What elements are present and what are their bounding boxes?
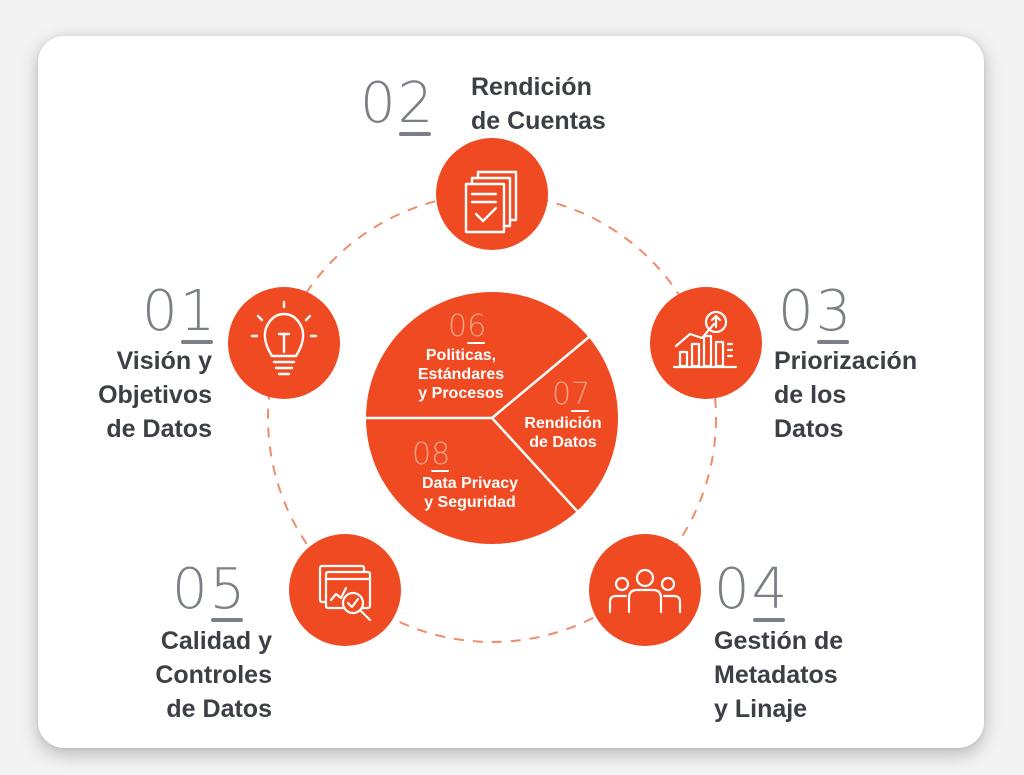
step-02-line-2: de Cuentas [471,107,606,135]
step-01-line-1: Visión y [116,347,212,375]
segment-06-number: 06 [448,309,487,344]
step-01-line-2: Objetivos [98,381,212,409]
step-01-number: 01 [142,279,218,344]
step-02-label: Rendición de Cuentas [471,70,671,138]
step-04-line-3: y Linaje [714,695,808,723]
segment-07-line-1: Rendición [524,415,602,432]
step-02-number: 02 [360,71,436,136]
step-04-line-2: Metadatos [714,661,838,689]
segment-06-label: Politicas, Estándares y Procesos [396,346,526,403]
lightbulb-icon [250,300,318,376]
step-02-line-1: Rendición [471,73,592,101]
segment-08-line-2: y Seguridad [424,494,516,511]
segment-07-label: Rendición de Datos [508,414,618,452]
step-05-number: 05 [172,557,248,622]
segment-08-line-1: Data Privacy [421,475,519,492]
step-05-line-1: Calidad y [160,627,272,655]
step-05-label: Calidad y Controles de Datos [100,624,272,726]
step-03-number: 03 [778,279,854,344]
segment-06-line-2: Estándares [417,366,505,383]
segment-06-line-1: Politicas, [425,347,497,364]
team-icon [608,568,682,614]
step-05-line-2: Controles [155,661,272,689]
step-04-line-1: Gestión de [714,627,844,655]
pie-divider-upper-right [491,336,590,419]
segment-06-line-3: y Procesos [418,385,504,402]
step-03-line-1: Priorización [774,347,918,375]
step-04-label: Gestión de Metadatos y Linaje [714,624,894,726]
step-01-label: Visión y Objetivos de Datos [48,344,212,446]
documents-check-icon [464,170,518,234]
segment-07-line-2: de Datos [529,434,597,451]
growth-chart-icon [672,310,738,369]
step-03-label: Priorización de los Datos [774,344,954,446]
step-05-line-3: de Datos [166,695,272,723]
dashed-ring [267,193,717,643]
center-pie [366,292,618,544]
step-04-number: 04 [714,557,790,622]
segment-08-label: Data Privacy y Seguridad [400,474,540,512]
segment-08-number: 08 [412,437,451,472]
segment-07-number: 07 [552,377,591,412]
step-03-line-2: de los [774,381,847,409]
step-03-line-3: Datos [774,415,844,443]
step-01-line-3: de Datos [106,415,212,443]
step-03-circle [650,287,762,399]
data-inspection-icon [318,564,372,622]
pie-divider-lower-right [491,417,578,512]
